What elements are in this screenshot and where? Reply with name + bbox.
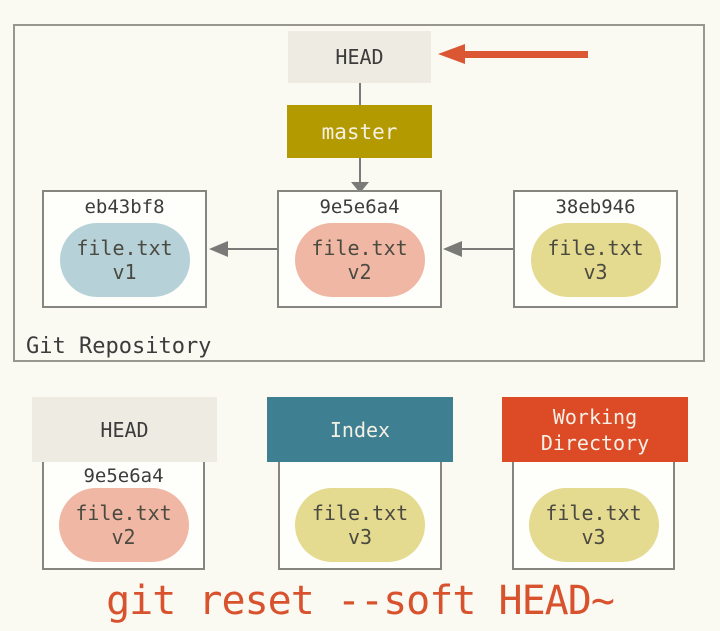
area-header-index: Index <box>267 397 453 462</box>
head-to-master-connector <box>359 83 361 105</box>
area-hash <box>280 466 440 488</box>
area-box-index: file.txt v3 <box>278 456 442 570</box>
file-name: file.txt <box>545 501 642 525</box>
area-title: Index <box>329 417 391 442</box>
head-ref-label: HEAD <box>335 45 384 69</box>
head-ref-box: HEAD <box>288 31 431 83</box>
file-name: file.txt <box>311 501 409 525</box>
file-snapshot-pill: file.txt v3 <box>528 488 659 562</box>
left-arrow-icon <box>443 241 462 257</box>
parent-link-9e5e6a4-to-eb43bf8 <box>226 248 277 250</box>
commit-box-9e5e6a4: 9e5e6a4 file.txt v2 <box>277 190 442 308</box>
area-title: Working Directory <box>540 404 650 455</box>
file-name: file.txt <box>311 235 408 260</box>
commit-hash: 38eb946 <box>555 196 636 218</box>
command-caption: git reset --soft HEAD~ <box>106 578 615 624</box>
area-header-working-directory: Working Directory <box>502 397 688 462</box>
file-snapshot-pill: file.txt v1 <box>59 222 190 297</box>
area-title: HEAD <box>100 417 149 442</box>
commit-box-eb43bf8: eb43bf8 file.txt v1 <box>42 190 207 308</box>
parent-link-38eb946-to-9e5e6a4 <box>460 248 513 250</box>
commit-hash: eb43bf8 <box>84 196 165 218</box>
file-snapshot-pill: file.txt v3 <box>530 222 661 297</box>
commit-box-38eb946: 38eb946 file.txt v3 <box>513 190 678 308</box>
area-hash <box>514 466 673 488</box>
file-snapshot-pill: file.txt v3 <box>295 488 425 562</box>
file-snapshot-pill: file.txt v2 <box>58 488 189 562</box>
master-branch-label: master <box>321 119 398 144</box>
master-branch-box: master <box>287 105 432 158</box>
area-header-head: HEAD <box>32 397 217 462</box>
commit-hash: 9e5e6a4 <box>319 196 400 218</box>
git-repository-box <box>13 24 705 362</box>
file-version: v3 <box>347 525 373 549</box>
file-name: file.txt <box>76 235 173 260</box>
file-name: file.txt <box>75 501 172 525</box>
area-hash: 9e5e6a4 <box>83 465 164 487</box>
file-version: v3 <box>581 525 606 549</box>
file-name: file.txt <box>547 235 644 260</box>
file-snapshot-pill: file.txt v2 <box>294 222 425 297</box>
area-box-head: 9e5e6a4 file.txt v2 <box>42 456 205 570</box>
git-repository-label: Git Repository <box>26 334 212 359</box>
file-version: v2 <box>347 259 372 284</box>
area-box-working-directory: file.txt v3 <box>512 456 675 570</box>
head-pointer-arrow-shaft <box>464 51 588 58</box>
file-version: v1 <box>112 259 137 284</box>
file-version: v2 <box>111 525 136 549</box>
down-arrow-icon <box>351 182 369 193</box>
master-to-commit-connector <box>359 158 361 184</box>
left-arrow-icon <box>209 241 228 257</box>
file-version: v3 <box>583 259 608 284</box>
head-pointer-arrow-icon <box>438 44 465 64</box>
